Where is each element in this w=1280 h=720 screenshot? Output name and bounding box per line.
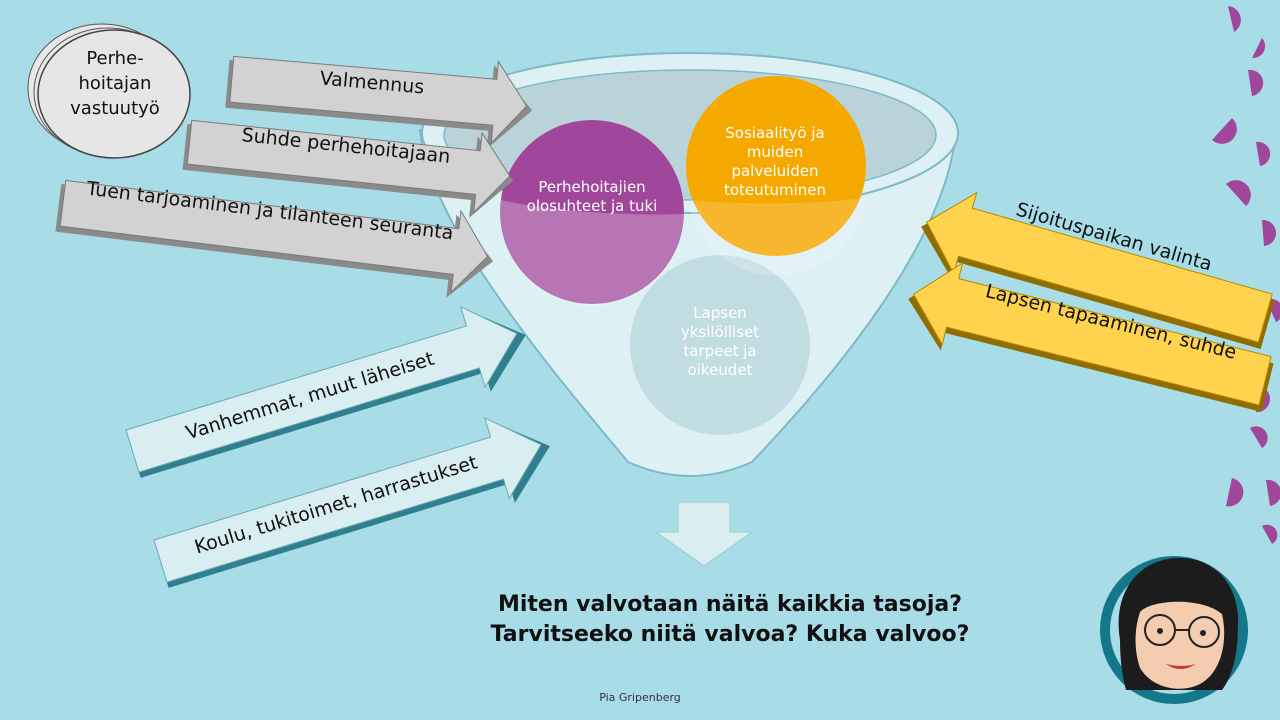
footer-author: Pia Gripenberg (599, 691, 681, 704)
deco-dot (1226, 478, 1244, 507)
badge (27, 23, 191, 159)
deco-dot (1228, 6, 1241, 32)
avatar (1100, 556, 1248, 704)
bottom-arrow-2 (153, 417, 550, 588)
circles (500, 76, 866, 435)
deco-dot (1266, 479, 1280, 506)
deco-dot (1226, 180, 1251, 206)
orange-overlap (688, 198, 866, 276)
bottom-arrow-1 (125, 305, 526, 478)
question-line-2: Tarvitseeko niitä valvoa? Kuka valvoo? (490, 622, 970, 647)
left-arrow-1 (225, 55, 533, 149)
down-arrow (654, 501, 754, 567)
right-arrow-1 (921, 191, 1275, 350)
purple-overlap (500, 200, 684, 306)
bottom-arrows (125, 305, 550, 588)
deco-dot (1256, 141, 1271, 166)
deco-dot (1212, 118, 1237, 144)
deco-dot (1262, 524, 1278, 544)
deco-dot (1252, 38, 1266, 59)
circle-label-perhehoitajien: Perhehoitajien olosuhteet ja tuki (526, 178, 658, 215)
circle-child-needs (630, 255, 810, 435)
circle-label-sosiaalityo: Sosiaalityö ja muiden palveluiden toteut… (723, 124, 827, 199)
right-arrows (908, 191, 1275, 412)
circle-label-lapsen: Lapsen yksilölliset tarpeet ja oikeudet (680, 304, 760, 379)
question-line-1: Miten valvotaan näitä kaikkia tasoja? (497, 592, 963, 617)
circle-foster-carers (500, 120, 684, 304)
deco-dot (1250, 426, 1268, 448)
circle-social-work (686, 76, 866, 256)
right-arrow-2 (908, 262, 1274, 412)
deco-dot (1262, 219, 1277, 246)
badge-text: Perhe- hoitajan vastuutyö (70, 48, 160, 119)
left-arrow-2 (182, 119, 514, 218)
left-arrows (55, 55, 533, 298)
deco-dot (1248, 69, 1264, 96)
left-arrow-3 (55, 179, 494, 298)
